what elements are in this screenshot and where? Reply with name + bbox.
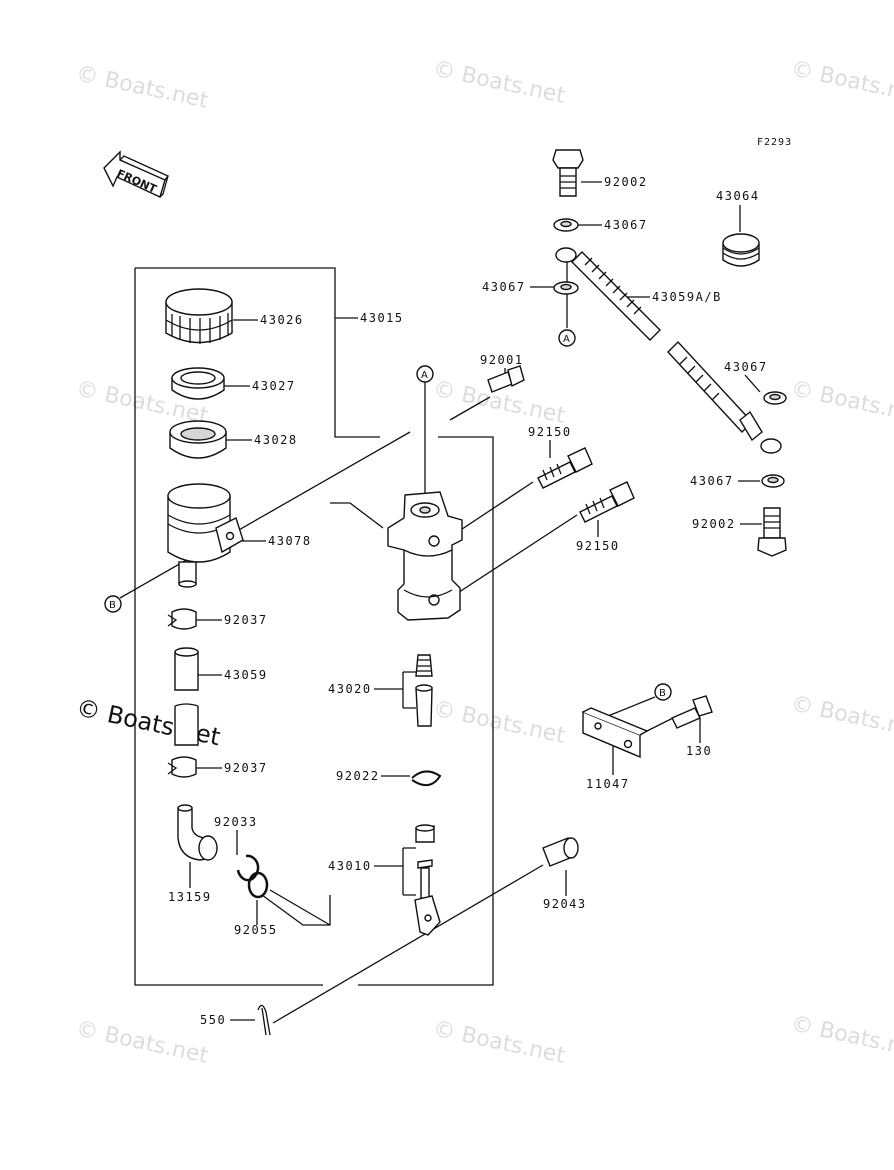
part-label: 130 (686, 744, 712, 758)
part-label: 92033 (214, 815, 258, 829)
svg-text:A: A (421, 370, 428, 381)
watermark: © Boats.net (789, 1011, 894, 1063)
piston-assembly (415, 654, 433, 727)
washer (761, 474, 785, 488)
grommet (722, 233, 760, 267)
watermark: © Boats.net (789, 691, 894, 743)
banjo-bolt (579, 481, 635, 523)
bracket (582, 707, 649, 759)
callout-b: B (104, 595, 122, 613)
part-label: 92037 (224, 613, 268, 627)
svg-text:B: B (109, 600, 116, 611)
watermark: © Boats.net (431, 696, 568, 748)
bolt-small (487, 365, 525, 393)
cotter-pin (257, 1004, 271, 1036)
part-label: 43067 (604, 218, 648, 232)
hose (174, 647, 199, 746)
part-label: 43026 (260, 313, 304, 327)
diaphragm (169, 420, 227, 459)
reservoir-cap (165, 288, 233, 344)
part-label: 13159 (168, 890, 212, 904)
clevis-pin (542, 837, 579, 867)
callout-a: A (416, 365, 434, 383)
part-label: 43059 (224, 668, 268, 682)
leader-lines (119, 181, 762, 1024)
callout-a: A (558, 329, 576, 347)
part-label: 92022 (336, 769, 380, 783)
part-label: 43067 (482, 280, 526, 294)
part-label: 43015 (360, 311, 404, 325)
elbow-fitting (177, 804, 218, 861)
part-label: 92055 (234, 923, 278, 937)
watermark: © Boats.net (74, 1016, 211, 1068)
part-label: 92037 (224, 761, 268, 775)
pushrod (414, 824, 441, 936)
part-labels: 92002 43064 43067 43067 43059A/B 43067 4… (168, 175, 768, 1027)
circlip (236, 854, 260, 882)
part-label: 92002 (692, 517, 736, 531)
part-label: 43067 (690, 474, 734, 488)
callout-b: B (654, 683, 672, 701)
circlip-large (411, 770, 442, 787)
banjo-bolt-bottom (757, 507, 787, 557)
watermark: © Boats.net (789, 376, 894, 428)
watermark: © Boats.net (789, 56, 894, 108)
part-label: 11047 (586, 777, 630, 791)
watermark-dark: © Boats.net (74, 693, 223, 751)
part-label: 43020 (328, 682, 372, 696)
banjo-bolt (537, 447, 593, 489)
front-arrow-icon: FRONT (103, 150, 170, 198)
part-label: 92150 (528, 425, 572, 439)
watermark: © Boats.net (431, 56, 568, 108)
part-label: 43028 (254, 433, 298, 447)
assembly-box (134, 267, 494, 986)
part-label: 43078 (268, 534, 312, 548)
washer (763, 391, 787, 405)
watermark: © Boats.net (74, 61, 211, 113)
part-label: 92150 (576, 539, 620, 553)
diaphragm-plate (171, 367, 225, 400)
part-label: 43064 (716, 189, 760, 203)
washer (553, 218, 579, 232)
ref-code: F2293 (757, 137, 792, 148)
o-ring (247, 871, 269, 899)
part-label: 550 (200, 1013, 226, 1027)
part-label: 92002 (604, 175, 648, 189)
part-label: 43067 (724, 360, 768, 374)
master-cylinder-body (387, 491, 463, 621)
svg-text:A: A (563, 334, 570, 345)
part-label: 43027 (252, 379, 296, 393)
part-label: 43010 (328, 859, 372, 873)
brake-hose (555, 247, 782, 454)
hose-clamp (167, 608, 197, 630)
part-label: 92001 (480, 353, 524, 367)
watermark: © Boats.net (431, 1016, 568, 1068)
reservoir-body (167, 483, 244, 588)
svg-text:B: B (659, 688, 666, 699)
washer (553, 281, 579, 295)
banjo-bolt-top (552, 149, 584, 197)
part-label: 92043 (543, 897, 587, 911)
part-label: 43059A/B (652, 290, 722, 304)
hose-clamp (167, 756, 197, 778)
bracket-bolt (671, 695, 713, 729)
